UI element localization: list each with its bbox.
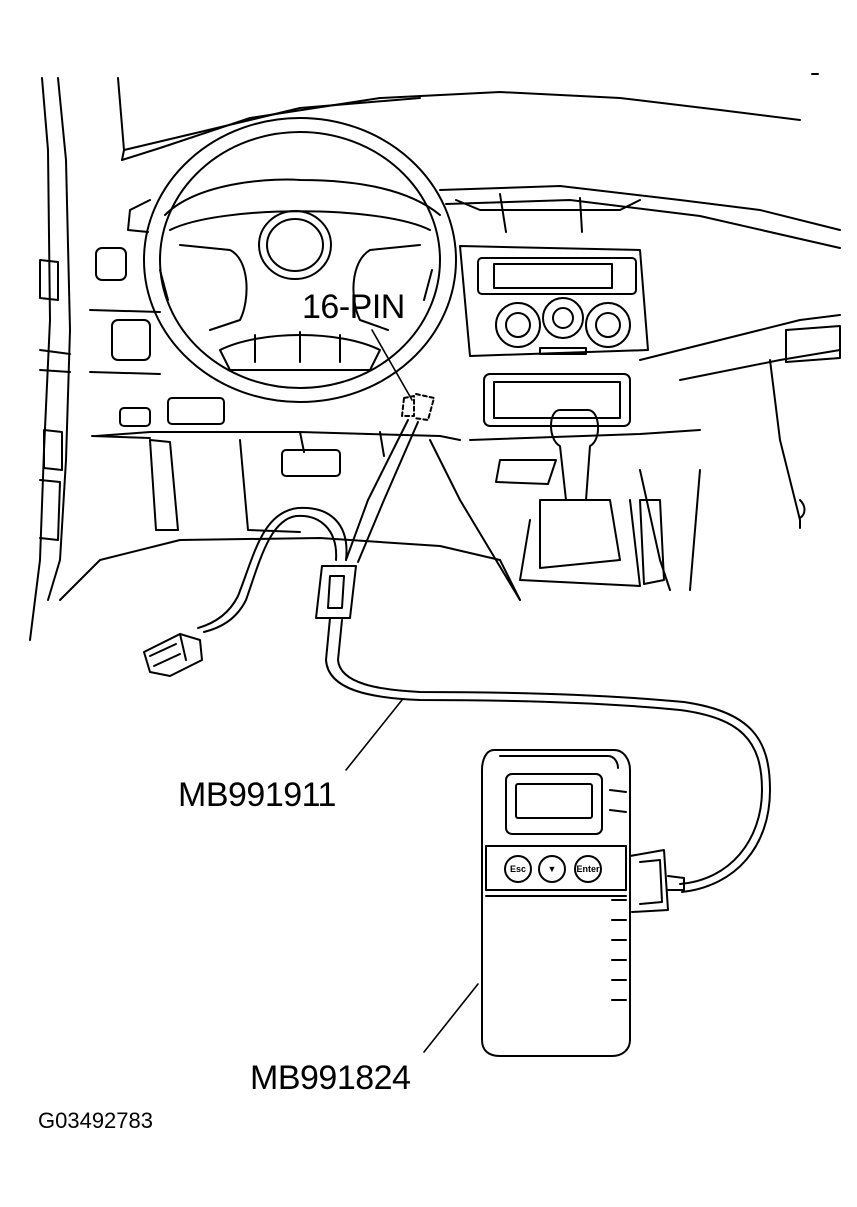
tool-label: MB991824 [250,1059,411,1097]
dashboard-top [121,73,841,249]
enter-button-label: Enter [576,864,600,874]
center-console [455,193,649,427]
lower-dash [59,314,841,601]
steering-wheel [143,117,457,403]
cable-mb991911 [197,419,771,893]
tool-leader-line [423,983,479,1053]
scan-tool-mb991824 [481,749,685,1057]
figure-id: G03492783 [38,1108,153,1133]
connector-label: 16-PIN [302,288,405,326]
a-pillar [29,77,125,641]
harness-plug [143,633,203,677]
connector-leader-line [371,329,413,401]
cable-leader-line [345,699,403,771]
down-button [538,855,566,883]
cable-label: MB991911 [178,776,336,814]
tool-display [515,783,593,819]
down-button-label: ▼ [548,864,557,874]
enter-button [574,855,602,883]
tool-display-frame [505,773,603,835]
esc-button-label: Esc [510,864,526,874]
dlc-connector [401,393,435,421]
gear-shifter [495,409,665,587]
esc-button [504,855,532,883]
